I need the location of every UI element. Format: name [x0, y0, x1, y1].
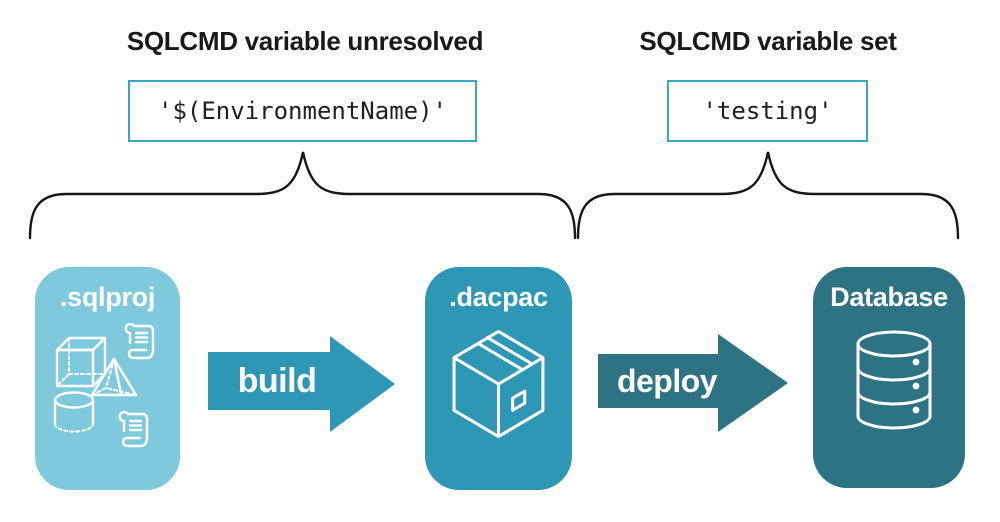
sqlproj-label: .sqlproj [59, 282, 156, 312]
title-sqlcmd-unresolved: SQLCMD variable unresolved [126, 26, 484, 56]
database-box: Database [813, 267, 965, 488]
deploy-arrow-label: deploy [616, 362, 718, 399]
sqlproj-box: .sqlproj [35, 267, 180, 490]
package-icon [452, 329, 545, 439]
database-icon [856, 330, 932, 430]
dacpac-label: .dacpac [449, 282, 548, 312]
pyramid-icon [90, 357, 138, 397]
code-testing-value: 'testing' [702, 97, 833, 125]
code-environment-variable: '$(EnvironmentName)' [158, 97, 447, 125]
script-icon [118, 410, 149, 448]
database-label: Database [830, 282, 948, 312]
title-sqlcmd-set: SQLCMD variable set [639, 26, 897, 56]
sql-objects-icons [53, 323, 155, 448]
build-arrow-label: build [237, 361, 317, 400]
script-icon [124, 323, 155, 360]
code-box-environment-variable: '$(EnvironmentName)' [128, 80, 477, 142]
code-box-testing-value: 'testing' [667, 80, 868, 142]
right-brace [576, 151, 960, 240]
cylinder-icon [53, 391, 95, 433]
left-brace [28, 151, 577, 240]
cube-icon [55, 336, 107, 388]
dacpac-box: .dacpac [425, 267, 572, 490]
